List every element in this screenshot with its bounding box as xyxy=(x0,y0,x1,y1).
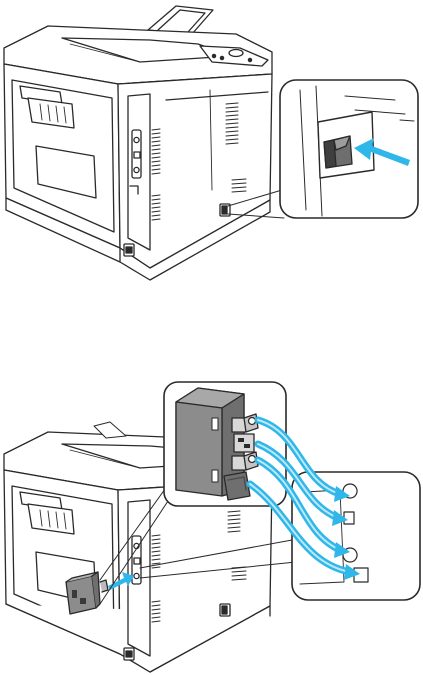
network-module-callout xyxy=(164,382,286,506)
printer-rear-view xyxy=(0,372,423,675)
printer-rear-view xyxy=(0,0,423,290)
power-switch-callout xyxy=(280,80,418,218)
ports-callout xyxy=(292,472,420,600)
power-switch-illustration xyxy=(0,0,423,290)
power-switch-icon xyxy=(324,136,352,168)
printer-body xyxy=(4,26,272,280)
network-module-installation-illustration xyxy=(0,372,423,675)
